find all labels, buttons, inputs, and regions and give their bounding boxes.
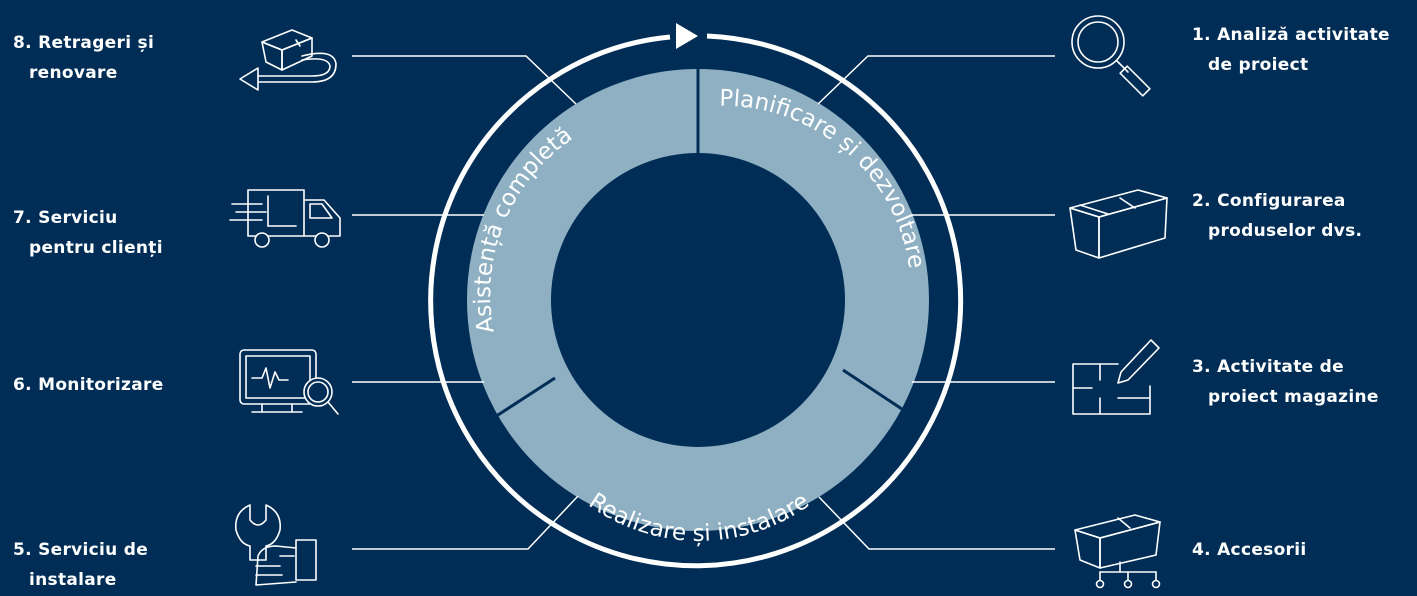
connector-step-5 xyxy=(352,495,579,550)
phase-separators xyxy=(483,68,915,426)
connector-step-1 xyxy=(817,55,1055,105)
delivery-truck-icon xyxy=(229,189,341,248)
step-4-label: 4. Accesorii xyxy=(1192,540,1307,560)
monitor-magnifier-icon xyxy=(239,349,339,415)
floorplan-pencil-icon xyxy=(1072,339,1160,415)
step-6-label: 6. Monitorizare xyxy=(13,375,164,395)
connector-step-8 xyxy=(352,55,577,105)
box-accessories-icon xyxy=(1074,514,1161,589)
connector-lines xyxy=(352,55,1055,550)
hand-wrench-icon xyxy=(234,504,317,586)
phase-ring xyxy=(467,69,929,531)
box-return-icon xyxy=(239,29,337,91)
cycle-outer-ring xyxy=(428,23,964,569)
connector-step-4 xyxy=(818,496,1055,550)
product-box-icon xyxy=(1069,189,1168,259)
magnifier-icon xyxy=(1071,15,1151,97)
cycle-arrow-icon xyxy=(676,23,698,49)
